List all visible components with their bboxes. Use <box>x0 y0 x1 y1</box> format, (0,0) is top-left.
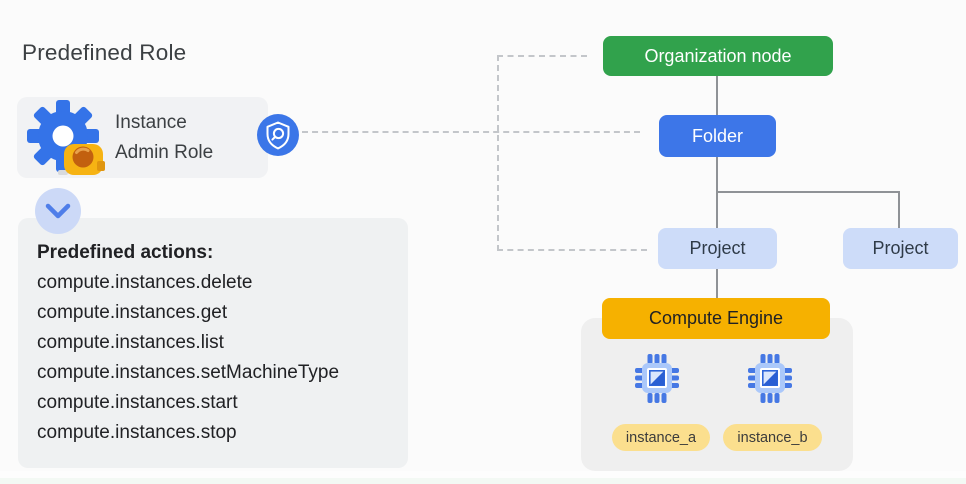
edge-branch-left <box>716 191 718 228</box>
page-title: Predefined Role <box>22 40 187 65</box>
iam-role-badge[interactable] <box>257 114 299 156</box>
shield-magnifier-icon <box>266 121 290 150</box>
expand-toggle[interactable] <box>35 188 81 234</box>
dashed-connector-vertical <box>497 55 499 251</box>
edge-branch-right <box>898 191 900 228</box>
node-compute-engine[interactable]: Compute Engine <box>602 298 830 339</box>
dashed-connector-role-to-folder <box>302 131 640 133</box>
instance-label-b[interactable]: instance_b <box>723 424 822 451</box>
dashed-connector-to-project <box>497 249 647 251</box>
node-organization[interactable]: Organization node <box>603 36 833 76</box>
edge-org-folder <box>716 76 718 115</box>
node-project-right[interactable]: Project <box>843 228 958 269</box>
dashed-connector-to-organization <box>497 55 587 57</box>
cpu-chip-icon <box>635 354 679 403</box>
action-item: compute.instances.start <box>37 392 238 413</box>
node-folder[interactable]: Folder <box>659 115 776 157</box>
role-name-line2: Admin Role <box>115 142 214 163</box>
edge-folder-down <box>716 157 718 193</box>
cpu-chip-icon <box>748 354 792 403</box>
edge-branch-horizontal <box>716 191 900 193</box>
action-item: compute.instances.list <box>37 332 224 353</box>
node-project-left[interactable]: Project <box>658 228 777 269</box>
instance-label-a[interactable]: instance_a <box>612 424 710 451</box>
chevron-down-icon <box>45 203 71 219</box>
action-item: compute.instances.get <box>37 302 228 323</box>
action-item: compute.instances.stop <box>37 422 237 443</box>
role-name-line1: Instance <box>115 112 187 133</box>
action-item: compute.instances.delete <box>37 272 253 293</box>
actions-header: Predefined actions: <box>37 242 214 263</box>
role-card-label: Instance Admin Role <box>115 108 213 168</box>
predefined-actions-panel: Predefined actions: compute.instances.de… <box>18 218 408 468</box>
action-item: compute.instances.setMachineType <box>37 362 340 383</box>
gear-with-tape-measure-icon <box>27 100 105 175</box>
bottom-strip-tint <box>0 478 966 484</box>
edge-project-compute <box>716 269 718 298</box>
